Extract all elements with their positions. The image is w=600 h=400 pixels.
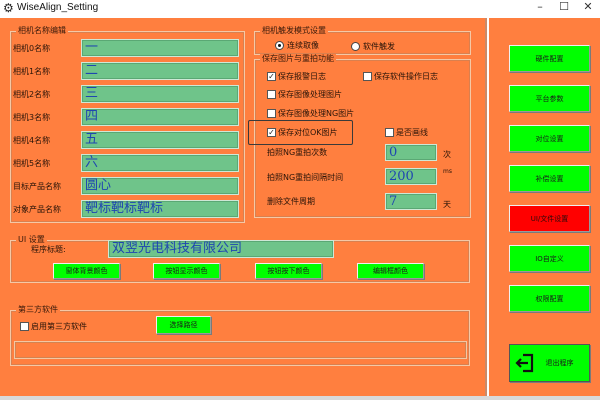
trigger-mode-legend: 相机触发模式设置: [260, 26, 328, 36]
close-button[interactable]: ✕: [583, 0, 593, 13]
camera4-label: 相机4名称: [13, 136, 51, 145]
camera1-label: 相机1名称: [13, 67, 51, 76]
camera3-name-input[interactable]: 四: [81, 108, 239, 126]
save-images-legend: 保存图片与重拍功能: [260, 54, 336, 64]
third-party-group: 第三方软件 启用第三方软件 选择路径: [10, 305, 470, 366]
checkbox-checked-icon: ✓: [267, 128, 276, 137]
checkbox-unchecked-icon: [363, 72, 372, 81]
window-bottom-edge: [0, 396, 600, 400]
trigger-mode-group: 相机触发模式设置 连续取像 软件触发: [254, 26, 471, 55]
exit-program-button[interactable]: 退出程序: [509, 344, 590, 382]
sidebar-permission-config-button[interactable]: 权限配置: [509, 285, 590, 312]
ui-settings-group: UI 设置 程序标题: 双翌光电科技有限公司 窗体背景颜色 按钮显示颜色 按钮按…: [10, 235, 470, 283]
camera-name-legend: 相机名称编辑: [16, 26, 68, 36]
sidebar-ui-file-settings-button[interactable]: UI/文件设置: [509, 205, 590, 232]
target-product-label: 目标产品名称: [13, 182, 61, 191]
save-alarm-log-label: 保存报警日志: [278, 72, 326, 81]
ng-retry-count-label: 拍照NG重拍次数: [267, 148, 328, 157]
radio-continuous-capture[interactable]: 连续取像: [275, 40, 319, 51]
ui-settings-legend: UI 设置: [16, 235, 47, 245]
save-processed-ng-images-label: 保存图像处理NG图片: [278, 109, 355, 118]
radio-software-trigger[interactable]: 软件触发: [351, 41, 395, 52]
program-title-input[interactable]: 双翌光电科技有限公司: [108, 240, 334, 258]
checkbox-unchecked-icon: [20, 322, 29, 331]
radio-software-label: 软件触发: [363, 42, 395, 51]
checkbox-unchecked-icon: [385, 128, 394, 137]
button-pressed-color-button[interactable]: 按钮按下颜色: [255, 263, 322, 279]
button-display-color-button[interactable]: 按钮显示颜色: [153, 263, 220, 279]
checkbox-draw-lines[interactable]: 是否画线: [385, 127, 428, 138]
save-processed-images-label: 保存图像处理图片: [278, 90, 342, 99]
camera5-name-input[interactable]: 六: [81, 154, 239, 172]
save-images-group: 保存图片与重拍功能 ✓ 保存报警日志 保存软件操作日志 保存图像处理图片 保存图…: [248, 54, 471, 218]
checkbox-save-operation-log[interactable]: 保存软件操作日志: [363, 71, 438, 82]
camera1-name-input[interactable]: 二: [81, 62, 239, 80]
target-product-input[interactable]: 圆心: [81, 177, 239, 195]
ng-retry-count-input[interactable]: 0: [385, 144, 437, 161]
sidebar-platform-params-button[interactable]: 平台参数: [509, 85, 590, 112]
camera4-name-input[interactable]: 五: [81, 131, 239, 149]
program-title-label: 程序标题:: [31, 245, 66, 254]
window-title: WiseAlign_Setting: [17, 2, 99, 13]
checkbox-unchecked-icon: [267, 109, 276, 118]
camera0-name-input[interactable]: 一: [81, 39, 239, 57]
checkbox-unchecked-icon: [267, 90, 276, 99]
exit-icon: [515, 353, 534, 373]
sidebar-compensation-settings-button[interactable]: 补偿设置: [509, 165, 590, 192]
camera2-name-input[interactable]: 三: [81, 85, 239, 103]
title-bar: ⚙ WiseAlign_Setting – ☐ ✕: [0, 0, 600, 18]
enable-third-party-label: 启用第三方软件: [31, 322, 87, 331]
checkbox-enable-third-party[interactable]: 启用第三方软件: [20, 321, 87, 332]
delete-files-period-unit: 天: [443, 200, 451, 209]
camera-name-group: 相机名称编辑 相机0名称 一 相机1名称 二 相机2名称 三 相机3名称 四 相…: [10, 26, 245, 223]
settings-panel: 相机名称编辑 相机0名称 一 相机1名称 二 相机2名称 三 相机3名称 四 相…: [0, 18, 487, 400]
sidebar-alignment-settings-button[interactable]: 对位设置: [509, 125, 590, 152]
checkbox-checked-icon: ✓: [267, 72, 276, 81]
ng-retry-interval-input[interactable]: 200: [385, 168, 437, 185]
ng-retry-count-unit: 次: [443, 150, 451, 159]
camera5-label: 相机5名称: [13, 159, 51, 168]
save-operation-log-label: 保存软件操作日志: [374, 72, 438, 81]
edit-box-color-button[interactable]: 编辑框颜色: [357, 263, 424, 279]
checkbox-save-processed-images[interactable]: 保存图像处理图片: [267, 89, 342, 100]
delete-files-period-label: 删除文件周期: [267, 197, 315, 206]
camera3-label: 相机3名称: [13, 113, 51, 122]
radio-continuous-label: 连续取像: [287, 41, 319, 50]
radio-unselected-icon: [351, 42, 360, 51]
camera0-label: 相机0名称: [13, 44, 51, 53]
delete-files-period-input[interactable]: 7: [385, 193, 437, 210]
ng-retry-interval-label: 拍照NG重拍间隔时间: [267, 173, 344, 182]
select-path-button[interactable]: 选择路径: [156, 316, 211, 334]
maximize-button[interactable]: ☐: [559, 0, 569, 13]
radio-selected-icon: [275, 41, 284, 50]
focus-highlight: [248, 120, 353, 145]
checkbox-save-processed-ng-images[interactable]: 保存图像处理NG图片: [267, 108, 354, 119]
save-alignment-ok-images-label: 保存对位OK图片: [278, 128, 338, 137]
ng-retry-interval-unit: ms: [443, 168, 452, 175]
sidebar-io-custom-button[interactable]: IO自定义: [509, 245, 590, 272]
checkbox-save-alarm-log[interactable]: ✓ 保存报警日志: [267, 71, 326, 82]
sidebar: 硬件配置 平台参数 对位设置 补偿设置 UI/文件设置 IO自定义 权限配置 退…: [489, 18, 600, 400]
window-background-color-button[interactable]: 窗体背景颜色: [53, 263, 120, 279]
gear-icon: ⚙: [3, 1, 14, 15]
checkbox-save-alignment-ok-images[interactable]: ✓ 保存对位OK图片: [267, 127, 338, 138]
third-party-legend: 第三方软件: [16, 305, 60, 315]
camera2-label: 相机2名称: [13, 90, 51, 99]
draw-lines-label: 是否画线: [396, 128, 428, 137]
exit-program-label: 退出程序: [545, 359, 574, 367]
sidebar-hardware-config-button[interactable]: 硬件配置: [509, 45, 590, 72]
third-party-path-input[interactable]: [14, 341, 467, 359]
object-product-input[interactable]: 靶标靶标靶标: [81, 200, 239, 218]
object-product-label: 对象产品名称: [13, 205, 61, 214]
minimize-button[interactable]: –: [537, 0, 543, 13]
